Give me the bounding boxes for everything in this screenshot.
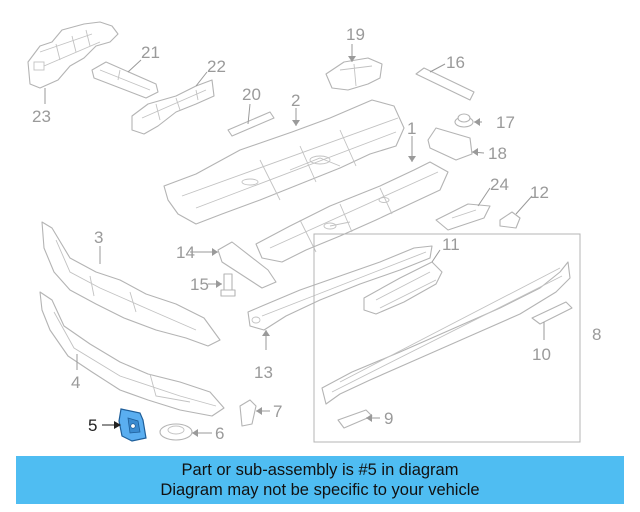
part-5-bracket xyxy=(118,408,147,442)
callout-19: 19 xyxy=(346,25,365,44)
callout-24: 24 xyxy=(490,175,509,194)
part-20-bracket xyxy=(227,111,275,137)
part-15-bolt xyxy=(220,273,236,297)
part-8-group-box xyxy=(313,233,581,443)
part-19-bracket xyxy=(325,57,383,91)
part-9-bracket xyxy=(337,409,373,429)
callout-4: 4 xyxy=(71,373,80,392)
part-4-lower-crossmember xyxy=(39,291,225,417)
part-8-rocker-panel xyxy=(321,261,571,405)
callout-15: 15 xyxy=(190,275,209,294)
callout-21: 21 xyxy=(141,43,160,62)
banner-line-2: Diagram may not be specific to your vehi… xyxy=(160,481,480,499)
callout-23: 23 xyxy=(32,107,51,126)
part-10-bracket xyxy=(531,301,573,325)
part-6-mount xyxy=(159,423,193,441)
part-2-floor-tunnel xyxy=(163,99,405,225)
callout-9: 9 xyxy=(384,409,393,428)
callout-8: 8 xyxy=(592,325,601,344)
part-12-clip xyxy=(499,211,521,229)
callout-5: 5 xyxy=(88,416,97,435)
callout-3: 3 xyxy=(94,228,103,247)
leader-arrowheads xyxy=(114,56,480,437)
parts-diagram: 1 2 3 4 5 6 7 8 9 10 11 12 13 14 15 16 1… xyxy=(27,21,601,443)
callout-12: 12 xyxy=(530,183,549,202)
part-23-front-rail xyxy=(27,21,119,89)
part-18-bracket xyxy=(427,127,473,161)
callout-20: 20 xyxy=(242,85,261,104)
callout-18: 18 xyxy=(488,144,507,163)
part-16-strip xyxy=(415,67,475,101)
part-24-plate xyxy=(435,203,491,231)
callout-1: 1 xyxy=(407,119,416,138)
callout-13: 13 xyxy=(254,363,273,382)
callout-10: 10 xyxy=(532,345,551,364)
info-banner: Part or sub-assembly is #5 in diagram Di… xyxy=(16,456,624,504)
banner-line-1: Part or sub-assembly is #5 in diagram xyxy=(181,461,459,479)
callout-6: 6 xyxy=(215,424,224,443)
part-11-bracket xyxy=(363,261,443,315)
part-21-cross-member xyxy=(91,61,159,99)
callout-7: 7 xyxy=(273,402,282,421)
part-13-side-rail xyxy=(247,245,433,331)
callout-17: 17 xyxy=(496,113,515,132)
callout-16: 16 xyxy=(446,53,465,72)
callout-11: 11 xyxy=(442,235,460,254)
part-22-rail-extension xyxy=(131,79,215,135)
callout-14: 14 xyxy=(176,243,195,262)
part-1-floor-pan xyxy=(255,161,449,263)
part-3-crossmember xyxy=(41,221,221,347)
part-14-bracket xyxy=(217,241,277,289)
callout-labels: 1 2 3 4 5 6 7 8 9 10 11 12 13 14 15 16 1… xyxy=(32,25,601,443)
part-7-bracket xyxy=(239,399,257,427)
callout-22: 22 xyxy=(207,57,226,76)
callout-2: 2 xyxy=(291,91,300,110)
part-17-grommet xyxy=(454,113,474,128)
